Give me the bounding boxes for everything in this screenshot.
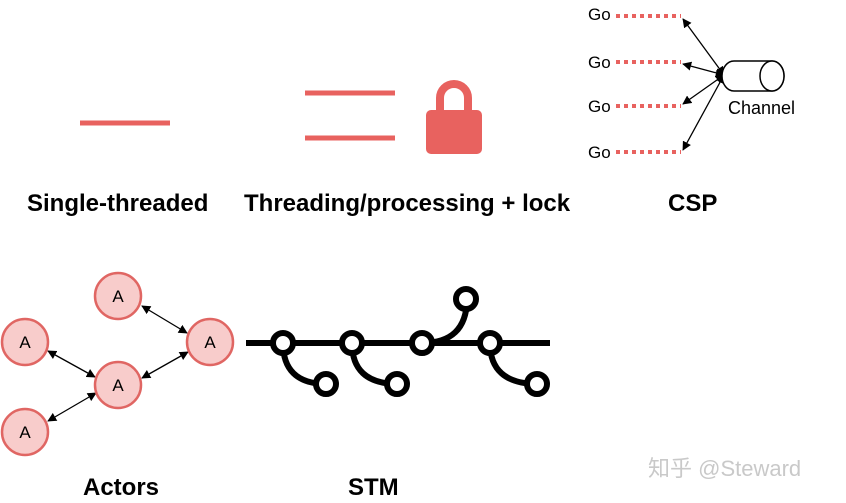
stm-branch-node	[313, 371, 339, 397]
actors-title: Actors	[83, 474, 160, 501]
channel-arrow-1	[682, 18, 725, 76]
stm-title: STM	[348, 474, 399, 501]
actor-node-3: A	[185, 317, 235, 367]
channel-arrow-4	[682, 74, 725, 151]
actors-panel: A A A A A	[0, 271, 235, 457]
actor-label: A	[19, 333, 31, 352]
channel-label: Channel	[728, 98, 795, 118]
stm-branch-node	[453, 286, 479, 312]
actor-node-4: A	[93, 360, 143, 410]
csp-title: CSP	[668, 190, 718, 217]
actor-label: A	[112, 376, 124, 395]
stm-branch-node	[524, 371, 550, 397]
stm-commit-node	[409, 330, 435, 356]
go-label-1: Go	[588, 5, 611, 24]
go-label-2: Go	[588, 53, 611, 72]
go-label-4: Go	[588, 143, 611, 162]
actor-link-3	[141, 305, 188, 334]
actor-link-1	[47, 350, 96, 378]
actor-node-1: A	[93, 271, 143, 321]
single-threaded-title: Single-threaded	[27, 190, 209, 217]
stm-commit-node	[339, 330, 365, 356]
stm-panel	[246, 286, 550, 397]
channel-cylinder-icon	[721, 60, 785, 92]
threading-panel	[305, 80, 482, 154]
actor-node-2: A	[0, 317, 50, 367]
actor-label: A	[204, 333, 216, 352]
stm-commit-node	[270, 330, 296, 356]
watermark-text: 知乎 @Steward	[648, 456, 802, 481]
stm-branch-node	[384, 371, 410, 397]
csp-panel: Go Go Go Go Channel	[588, 5, 795, 162]
threading-title: Threading/processing + lock	[244, 190, 571, 217]
go-label-3: Go	[588, 97, 611, 116]
actor-label: A	[112, 287, 124, 306]
actor-link-2	[47, 392, 97, 422]
channel-arrow-2	[682, 61, 725, 78]
lock-icon	[426, 80, 482, 154]
actor-label: A	[19, 423, 31, 442]
stm-commit-node	[477, 330, 503, 356]
actor-node-5: A	[0, 407, 50, 457]
actor-link-4	[141, 351, 189, 379]
channel-arrow-3	[682, 74, 725, 105]
